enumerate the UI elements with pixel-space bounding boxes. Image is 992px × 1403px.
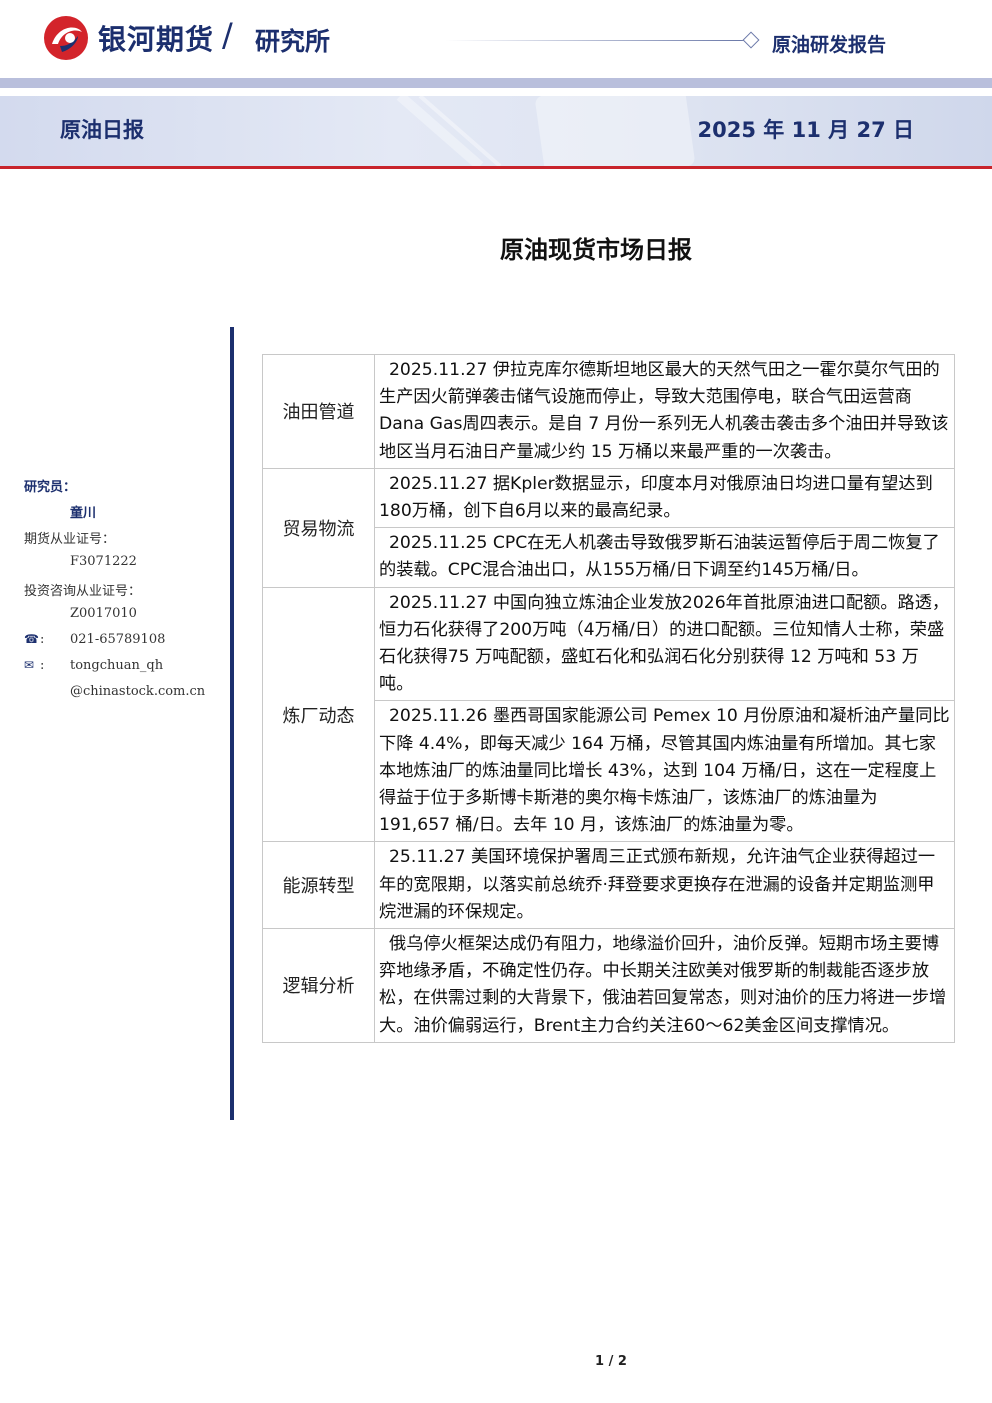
category-cell: 贸易物流: [262, 467, 375, 588]
news-item: 2025.11.25 CPC在无人机袭击导致俄罗斯石油装运暂停后于周二恢复了的装…: [375, 527, 954, 586]
email-separator: :: [40, 658, 45, 673]
brand-name: 银河期货: [98, 23, 215, 56]
news-cell: 25.11.27 美国环境保护署周三正式颁布新规，允许油气企业获得超过一年的宽限…: [374, 841, 955, 930]
researcher-name: 童川: [70, 506, 97, 521]
email-user: tongchuan_qh: [70, 658, 164, 673]
futures-cert-label: 期货从业证号：: [24, 532, 116, 547]
brand-separator: /: [222, 16, 233, 54]
diamond-icon: [742, 31, 760, 49]
news-item: 2025.11.27 据Kpler数据显示，印度本月对俄原油日均进口量有望达到1…: [379, 473, 933, 522]
galaxy-logo-icon: [44, 16, 88, 60]
invest-cert-number: Z0017010: [70, 606, 137, 621]
email-icon: ✉: [24, 658, 35, 672]
news-cell: 2025.11.27 中国向独立炼油企业发放2026年首批原油进口配额。路透，恒…: [374, 586, 955, 843]
table-row: 逻辑分析俄乌停火框架达成仍有阻力，地缘溢价回升，油价反弹。短期市场主要博弈地缘矛…: [262, 928, 955, 1043]
daily-report-label: 原油日报: [60, 118, 144, 142]
header-divider-line: [445, 40, 745, 41]
email-domain: @chinastock.com.cn: [70, 684, 206, 699]
header-gap: [0, 88, 992, 96]
news-cell: 俄乌停火框架达成仍有阻力，地缘溢价回升，油价反弹。短期市场主要博弈地缘矛盾，不确…: [374, 928, 955, 1043]
header-stripe: [0, 78, 992, 88]
news-item: 2025.11.27 伊拉克库尔德斯坦地区最大的天然气田之一霍尔莫尔气田的生产因…: [379, 360, 949, 462]
page-number: 1 / 2: [595, 1354, 627, 1369]
category-cell: 炼厂动态: [262, 586, 375, 843]
news-item: 2025.11.27 中国向独立炼油企业发放2026年首批原油进口配额。路透，恒…: [379, 592, 950, 695]
category-cell: 能源转型: [262, 841, 375, 930]
phone-icon: ☎: [24, 632, 39, 646]
news-item: 25.11.27 美国环境保护署周三正式颁布新规，允许油气企业获得超过一年的宽限…: [379, 847, 936, 922]
sidebar-accent-bar: [230, 327, 234, 1120]
document-title: 原油现货市场日报: [500, 236, 692, 264]
news-item: 俄乌停火框架达成仍有阻力，地缘溢价回升，油价反弹。短期市场主要博弈地缘矛盾，不确…: [379, 934, 947, 1036]
category-cell: 逻辑分析: [262, 928, 375, 1043]
red-divider: [0, 166, 992, 169]
phone-separator: :: [40, 632, 45, 647]
researcher-label: 研究员：: [24, 480, 77, 495]
invest-cert-label: 投资咨询从业证号：: [24, 584, 142, 599]
phone-number: 021-65789108: [70, 632, 166, 647]
category-cell: 油田管道: [262, 354, 375, 469]
institute-name: 研究所: [255, 27, 331, 56]
futures-cert-number: F3071222: [70, 554, 137, 569]
sub-header-band: 原油日报 2025 年 11 月 27 日: [0, 96, 992, 166]
news-item: 2025.11.26 墨西哥国家能源公司 Pemex 10 月份原油和凝析油产量…: [375, 700, 954, 841]
decorative-device-icon: [396, 96, 695, 166]
report-date: 2025 年 11 月 27 日: [697, 118, 914, 142]
report-type: 原油研发报告: [772, 34, 887, 56]
news-cell: 2025.11.27 据Kpler数据显示，印度本月对俄原油日均进口量有望达到1…: [374, 467, 955, 588]
header-bar: 银河期货 / 研究所 原油研发报告: [0, 0, 992, 78]
news-cell: 2025.11.27 伊拉克库尔德斯坦地区最大的天然气田之一霍尔莫尔气田的生产因…: [374, 354, 955, 469]
